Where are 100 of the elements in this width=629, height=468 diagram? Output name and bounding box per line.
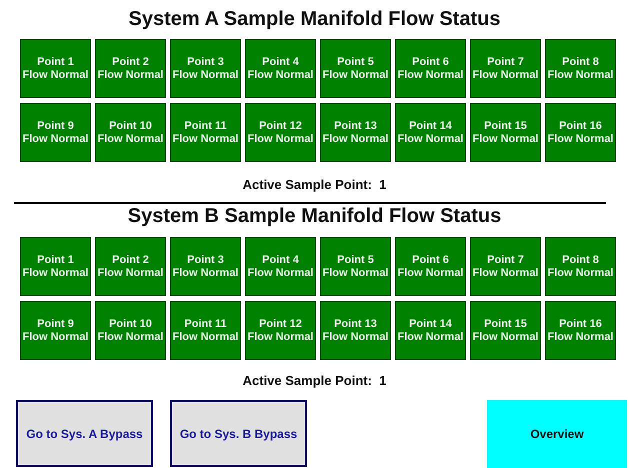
point-name: Point 10 xyxy=(109,120,152,132)
flow-status: Flow Normal xyxy=(172,68,238,82)
flow-status: Flow Normal xyxy=(97,68,164,82)
status-tile xyxy=(545,103,616,162)
status-tile xyxy=(95,39,166,98)
status-tile xyxy=(545,301,616,360)
status-tile xyxy=(545,39,616,98)
flow-status: Flow Normal xyxy=(397,266,464,280)
status-tile xyxy=(170,301,241,360)
flow-status: Flow Normal xyxy=(322,266,388,280)
point-name: Point 9 xyxy=(37,120,74,132)
flow-status: Flow Normal xyxy=(547,330,614,344)
flow-status: Flow Normal xyxy=(172,266,238,280)
flow-status: Flow Normal xyxy=(397,68,464,82)
status-tile xyxy=(170,237,241,296)
point-name: Point 5 xyxy=(337,56,374,68)
flow-status: Flow Normal xyxy=(247,330,314,344)
status-tile xyxy=(245,39,316,98)
flow-status: Flow Normal xyxy=(172,132,238,146)
point-name: Point 11 xyxy=(184,318,227,330)
point-name: Point 12 xyxy=(259,318,302,330)
flow-status: Flow Normal xyxy=(472,132,538,146)
point-name: Point 3 xyxy=(187,254,224,266)
flow-status: Flow Normal xyxy=(22,68,88,82)
flow-status: Flow Normal xyxy=(547,132,614,146)
status-tile xyxy=(245,103,316,162)
point-name: Point 5 xyxy=(337,254,374,266)
flow-status: Flow Normal xyxy=(22,266,88,280)
status-tile xyxy=(95,237,166,296)
status-tile xyxy=(395,237,466,296)
point-name: Point 8 xyxy=(562,56,599,68)
point-name: Point 13 xyxy=(334,318,377,330)
flow-status: Flow Normal xyxy=(247,266,314,280)
active-point-text: Active Sample Point: 1 xyxy=(242,177,386,192)
flow-status: Flow Normal xyxy=(472,68,538,82)
flow-status: Flow Normal xyxy=(397,330,464,344)
point-name: Point 6 xyxy=(412,56,449,68)
status-tile xyxy=(20,237,91,296)
status-tile xyxy=(95,103,166,162)
status-tile xyxy=(320,39,391,98)
flow-status: Flow Normal xyxy=(547,266,614,280)
active-point-text: Active Sample Point: 1 xyxy=(242,373,386,388)
flow-status: Flow Normal xyxy=(547,68,614,82)
status-tile xyxy=(320,103,391,162)
status-tile xyxy=(395,103,466,162)
point-name: Point 4 xyxy=(262,56,299,68)
flow-status: Flow Normal xyxy=(22,132,88,146)
status-tile xyxy=(470,103,541,162)
status-tile xyxy=(20,103,91,162)
point-name: Point 7 xyxy=(487,56,524,68)
status-tile xyxy=(245,237,316,296)
flow-status: Flow Normal xyxy=(397,132,464,146)
point-name: Point 12 xyxy=(259,120,302,132)
status-tile xyxy=(470,237,541,296)
point-name: Point 10 xyxy=(109,318,152,330)
status-tile xyxy=(245,301,316,360)
flow-status: Flow Normal xyxy=(22,330,88,344)
bypass-button: Go to Sys. A Bypass xyxy=(16,400,153,467)
point-name: Point 2 xyxy=(112,56,149,68)
status-tile xyxy=(320,237,391,296)
status-tile xyxy=(470,301,541,360)
flow-status: Flow Normal xyxy=(247,68,314,82)
point-name: Point 1 xyxy=(37,56,74,68)
status-tile xyxy=(95,301,166,360)
point-name: Point 4 xyxy=(262,254,299,266)
flow-status: Flow Normal xyxy=(472,330,538,344)
flow-status: Flow Normal xyxy=(97,132,164,146)
point-name: Point 15 xyxy=(484,318,527,330)
flow-status: Flow Normal xyxy=(247,132,314,146)
status-tile xyxy=(20,301,91,360)
point-name: Point 11 xyxy=(184,120,227,132)
flow-status: Flow Normal xyxy=(172,330,238,344)
status-tile xyxy=(20,39,91,98)
point-name: Point 1 xyxy=(37,254,74,266)
point-name: Point 9 xyxy=(37,318,74,330)
status-tile xyxy=(470,39,541,98)
status-tile xyxy=(320,301,391,360)
point-name: Point 14 xyxy=(409,318,452,330)
flow-status: Flow Normal xyxy=(322,68,388,82)
section-title: System B Sample Manifold Flow Status xyxy=(128,205,502,228)
flow-status: Flow Normal xyxy=(97,330,164,344)
status-tile xyxy=(170,103,241,162)
flow-status: Flow Normal xyxy=(97,266,164,280)
overview-button: Overview xyxy=(487,400,627,468)
status-tile xyxy=(545,237,616,296)
point-name: Point 13 xyxy=(334,120,377,132)
point-name: Point 6 xyxy=(412,254,449,266)
flow-status: Flow Normal xyxy=(322,132,388,146)
point-name: Point 3 xyxy=(187,56,224,68)
point-name: Point 7 xyxy=(487,254,524,266)
point-name: Point 16 xyxy=(559,120,602,132)
flow-status: Flow Normal xyxy=(472,266,538,280)
point-name: Point 15 xyxy=(484,120,527,132)
flow-status: Flow Normal xyxy=(322,330,388,344)
status-tile xyxy=(395,301,466,360)
point-name: Point 2 xyxy=(112,254,149,266)
status-tile xyxy=(170,39,241,98)
status-tile xyxy=(395,39,466,98)
section-title: System A Sample Manifold Flow Status xyxy=(128,8,500,31)
point-name: Point 14 xyxy=(409,120,452,132)
